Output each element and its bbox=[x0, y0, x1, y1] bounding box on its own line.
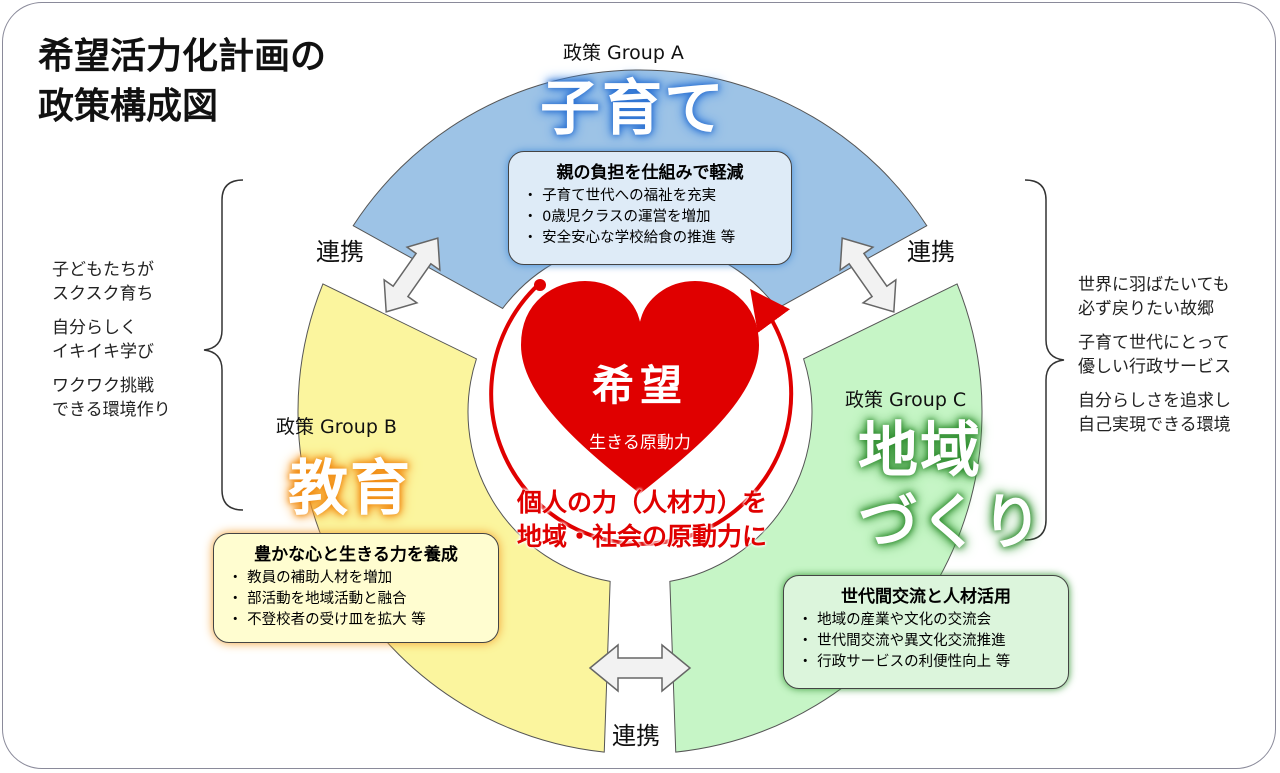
heart-icon bbox=[518, 278, 762, 497]
group-c-label: 政策 Group C bbox=[845, 389, 967, 411]
page-title: 希望活力化計画の政策構成図 bbox=[38, 36, 327, 127]
group-c-name: 地域づくり bbox=[858, 416, 1044, 558]
group-b-name: 教育 bbox=[288, 454, 412, 524]
center-message: 個人の力（人材力）を地域・社会の原動力に bbox=[516, 488, 767, 551]
cycle-arrow bbox=[489, 283, 794, 546]
group-a-box: 親の負担を仕組みで軽減 ・ 子育て世代への福祉を充実 ・ 0歳児クラスの運営を増… bbox=[508, 151, 792, 265]
group-a-name: 子育て bbox=[540, 74, 726, 144]
link-label-ac: 連携 bbox=[907, 238, 955, 266]
group-b-box: 豊かな心と生きる力を養成 ・ 教員の補助人材を増加 ・ 部活動を地域活動と融合 … bbox=[213, 533, 499, 643]
heart-subtitle: 生きる原動力 bbox=[589, 433, 691, 453]
group-c-item: ・ 世代間交流や異文化交流推進 bbox=[798, 633, 1006, 649]
group-a-label: 政策 Group A bbox=[563, 42, 684, 64]
group-b-item: ・ 部活動を地域活動と融合 bbox=[228, 591, 407, 607]
group-a-box-title: 親の負担を仕組みで軽減 bbox=[556, 163, 744, 183]
group-a-item: ・ 子育て世代への福祉を充実 bbox=[523, 188, 717, 204]
group-b-box-title: 豊かな心と生きる力を養成 bbox=[254, 545, 458, 565]
sector-kyoiku bbox=[297, 283, 611, 753]
heart-title: 希望 bbox=[591, 361, 688, 410]
group-c-box: 世代間交流と人材活用 ・ 地域の産業や文化の交流会 ・ 世代間交流や異文化交流推… bbox=[783, 575, 1069, 689]
group-b-item: ・ 不登校者の受け皿を拡大 等 bbox=[228, 612, 426, 628]
link-arrow-ac bbox=[839, 237, 897, 313]
right-bracket bbox=[1024, 179, 1065, 541]
group-b-item: ・ 教員の補助人材を増加 bbox=[228, 570, 393, 586]
left-bracket bbox=[203, 179, 244, 511]
sector-chiiki bbox=[669, 283, 983, 753]
group-a-item: ・ 0歳児クラスの運営を増加 bbox=[523, 209, 711, 225]
link-label-ab: 連携 bbox=[316, 238, 364, 266]
group-a-item: ・ 安全安心な学校給食の推進 等 bbox=[523, 230, 736, 246]
link-arrow-bc bbox=[588, 643, 692, 693]
group-c-box-title: 世代間交流と人材活用 bbox=[841, 587, 1011, 607]
right-notes: 世界に羽ばたいても必ず戻りたい故郷 子育て世代にとって優しい行政サービス 自分ら… bbox=[1078, 275, 1231, 435]
link-arrow-ab bbox=[383, 237, 441, 313]
left-notes: 子どもたちがスクスク育ち 自分らしくイキイキ学び ワクワク挑戦できる環境作り bbox=[52, 260, 171, 420]
group-b-label: 政策 Group B bbox=[276, 416, 397, 438]
cycle-arrow-start bbox=[534, 279, 546, 291]
link-label-bc: 連携 bbox=[612, 722, 660, 750]
group-c-item: ・ 地域の産業や文化の交流会 bbox=[798, 612, 992, 628]
group-c-item: ・ 行政サービスの利便性向上 等 bbox=[798, 654, 1011, 670]
